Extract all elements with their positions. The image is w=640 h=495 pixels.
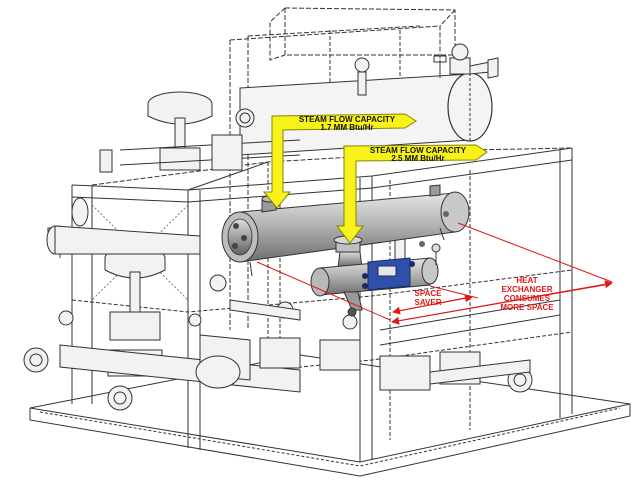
dimension-lines (256, 222, 613, 325)
callout-lower-line1: STEAM FLOW CAPACITY (370, 146, 467, 155)
exchanger-arrow-right (391, 280, 613, 323)
callout-upper-arrow (262, 113, 417, 209)
exchanger-line3: CONSUMES (504, 294, 551, 303)
space-saver-arrow-right (392, 294, 473, 313)
callout-upper-line2: 1.7 MM Btu/Hr (320, 123, 373, 132)
space-saver-line2: SAVER (415, 298, 442, 307)
relief-valve-assembly (354, 43, 499, 96)
callout-lower-arrow (335, 144, 488, 244)
callout-upper (262, 113, 417, 209)
inlet-flanges (46, 197, 201, 255)
control-valve-upper (99, 91, 301, 173)
callout-upper-line1: STEAM FLOW CAPACITY (299, 115, 396, 124)
callout-lower (335, 144, 488, 244)
exchanger-line1: HEAT (516, 276, 537, 285)
exchanger-line2: EXCHANGER (501, 285, 552, 294)
space-saver-line1: SPACE (415, 289, 443, 298)
exchanger-line4: MORE SPACE (500, 303, 554, 312)
lower-piping (59, 229, 533, 393)
callout-lower-line2: 2.5 MM Btu/Hr (391, 154, 444, 163)
compact-steam-heater (310, 235, 441, 317)
